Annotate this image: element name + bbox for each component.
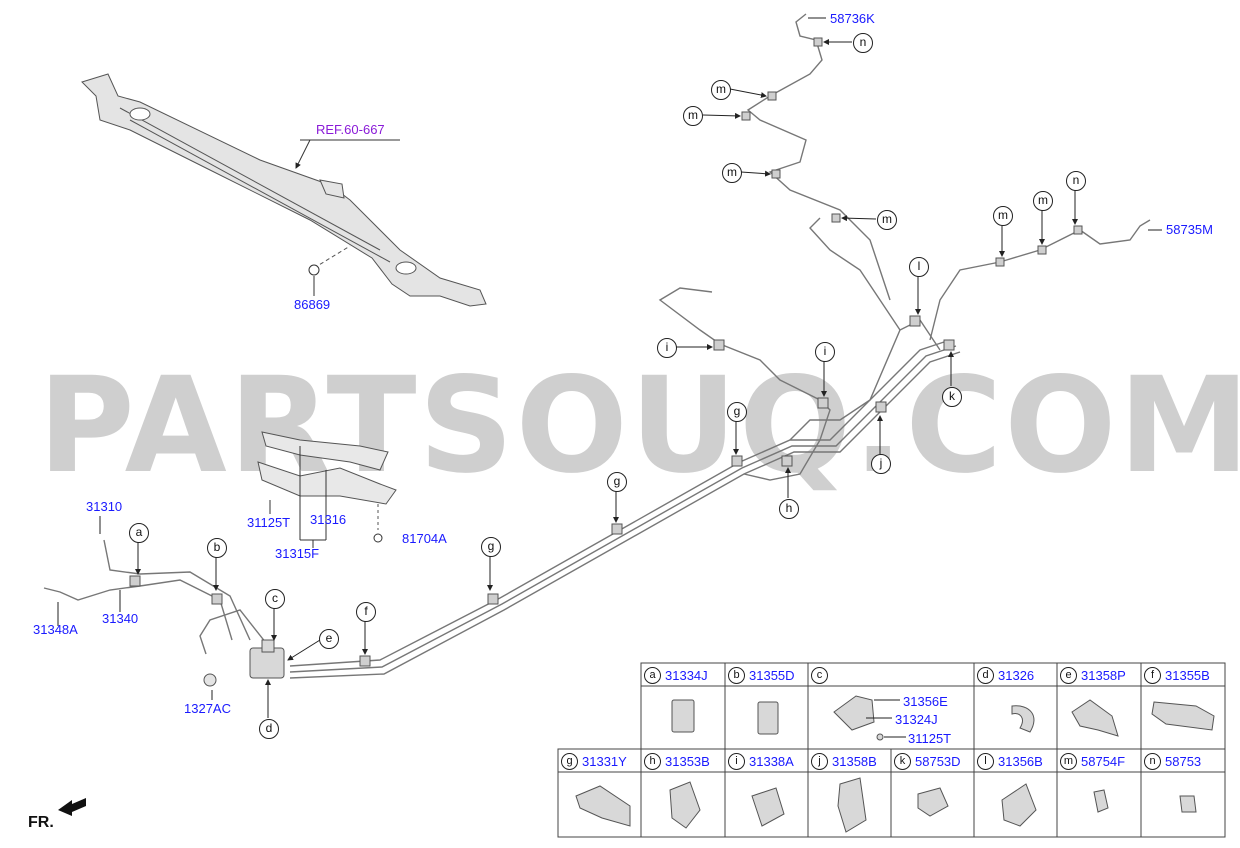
ref-label[interactable]: REF.60-667 [316, 122, 385, 137]
legend-letter-c: c [811, 666, 828, 684]
legend-letter-l: l [977, 752, 994, 770]
letter-marker-a[interactable]: a [129, 523, 149, 543]
direction-label: FR. [28, 814, 54, 831]
legend-c-part-1[interactable]: 31324J [895, 712, 938, 727]
letter-marker-e[interactable]: e [319, 629, 339, 649]
letter-marker-c[interactable]: c [265, 589, 285, 609]
letter-marker-i[interactable]: i [657, 338, 677, 358]
letter-marker-m[interactable]: m [683, 106, 703, 126]
callout-86869[interactable]: 86869 [294, 297, 331, 312]
legend-letter-i: i [728, 752, 745, 770]
crossmember [81, 73, 487, 307]
callout-31348A[interactable]: 31348A [33, 622, 78, 637]
letter-marker-n[interactable]: n [1066, 171, 1086, 191]
callout-58736K[interactable]: 58736K [830, 11, 875, 26]
letter-marker-g[interactable]: g [727, 402, 747, 422]
legend-part-number[interactable]: 31356B [998, 753, 1043, 769]
legend-cell-c[interactable]: c [811, 666, 832, 684]
legend-part-number[interactable]: 31338A [749, 753, 794, 769]
letter-marker-k[interactable]: k [942, 387, 962, 407]
letter-marker-d[interactable]: d [259, 719, 279, 739]
legend-letter-b: b [728, 666, 745, 684]
legend-part-number[interactable]: 58753 [1165, 753, 1202, 769]
letter-marker-j[interactable]: j [871, 454, 891, 474]
legend-c-part-2[interactable]: 31125T [908, 731, 952, 746]
legend-part-number[interactable]: 31355D [749, 667, 795, 683]
junction-block [249, 639, 285, 679]
legend-letter-g: g [561, 752, 578, 770]
legend-c-part-0[interactable]: 31356E [903, 694, 948, 709]
front-arrow-icon [58, 798, 86, 816]
legend-part-number[interactable]: 31358B [832, 753, 877, 769]
legend-letter-j: j [811, 752, 828, 770]
letter-marker-b[interactable]: b [207, 538, 227, 558]
callout-81704A[interactable]: 81704A [402, 531, 447, 546]
legend-part-number[interactable]: 31353B [665, 753, 710, 769]
letter-marker-g[interactable]: g [481, 537, 501, 557]
legend-part-number[interactable]: 31331Y [582, 753, 627, 769]
legend-part-number[interactable]: 31358P [1081, 667, 1126, 683]
legend-letter-n: n [1144, 752, 1161, 770]
letter-marker-h[interactable]: h [779, 499, 799, 519]
legend-letter-h: h [644, 752, 661, 770]
callout-31310[interactable]: 31310 [86, 499, 123, 514]
callout-31315F[interactable]: 31315F [275, 546, 320, 561]
legend-letter-e: e [1060, 666, 1077, 684]
letter-marker-m[interactable]: m [1033, 191, 1053, 211]
legend-part-number[interactable]: 58753D [915, 753, 961, 769]
letter-marker-g[interactable]: g [607, 472, 627, 492]
legend-part-sketches [575, 695, 1215, 833]
legend-part-number[interactable]: 31355B [1165, 667, 1210, 683]
callout-31340[interactable]: 31340 [102, 611, 139, 626]
callout-1327AC[interactable]: 1327AC [184, 701, 231, 716]
legend-part-number[interactable]: 31334J [665, 667, 708, 683]
legend-letter-a: a [644, 666, 661, 684]
letter-marker-m[interactable]: m [993, 206, 1013, 226]
watermark: PARTSOUQ.COM [38, 349, 1240, 503]
letter-marker-m[interactable]: m [722, 163, 742, 183]
callout-58735M[interactable]: 58735M [1166, 222, 1213, 237]
letter-marker-m[interactable]: m [711, 80, 731, 100]
callout-31316[interactable]: 31316 [310, 512, 347, 527]
legend-part-number[interactable]: 58754F [1081, 753, 1126, 769]
letter-marker-i[interactable]: i [815, 342, 835, 362]
letter-marker-m[interactable]: m [877, 210, 897, 230]
callout-31125T[interactable]: 31125T [247, 515, 291, 530]
clips [129, 37, 1083, 667]
legend-part-number[interactable]: 31326 [998, 667, 1035, 683]
legend-table [557, 662, 1226, 838]
legend-letter-k: k [894, 752, 911, 770]
letter-marker-l[interactable]: l [909, 257, 929, 277]
letter-marker-f[interactable]: f [356, 602, 376, 622]
fuel-tubes [43, 13, 1151, 679]
legend-letter-m: m [1060, 752, 1077, 770]
letter-marker-n[interactable]: n [853, 33, 873, 53]
fuel-line-bracket [257, 431, 397, 505]
legend-letter-d: d [977, 666, 994, 684]
legend-letter-f: f [1144, 666, 1161, 684]
